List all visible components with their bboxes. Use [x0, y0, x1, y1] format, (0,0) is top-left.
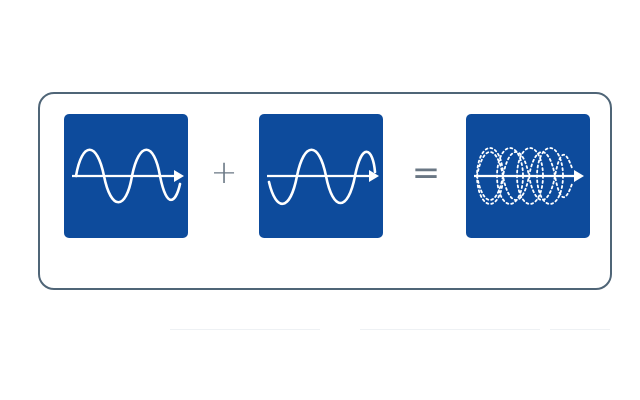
wave-tile-result [466, 114, 590, 238]
sine-wave-arrow-icon [267, 148, 379, 206]
equals-operator: = [411, 153, 441, 193]
arrowhead [369, 170, 379, 182]
faint-divider-middle [360, 329, 540, 330]
dotted-superposed-waves-arrow-icon [474, 147, 584, 205]
dotted-loop-3 [516, 147, 544, 205]
faint-divider-left [170, 329, 320, 330]
sine-wave-arrow-icon [72, 148, 184, 204]
dotted-wave-b [476, 151, 573, 201]
arrowhead [574, 170, 584, 182]
faint-divider-right [550, 329, 610, 330]
dotted-loop-2 [496, 147, 524, 205]
dotted-wave-loops [476, 147, 573, 205]
sine-wave-path [267, 148, 377, 206]
wave-tile-middle [259, 114, 383, 238]
plus-operator: + [210, 153, 238, 191]
wave-tile-left [64, 114, 188, 238]
arrowhead [174, 170, 184, 182]
sine-wave-path [74, 148, 182, 204]
dotted-loop-4 [536, 147, 564, 205]
